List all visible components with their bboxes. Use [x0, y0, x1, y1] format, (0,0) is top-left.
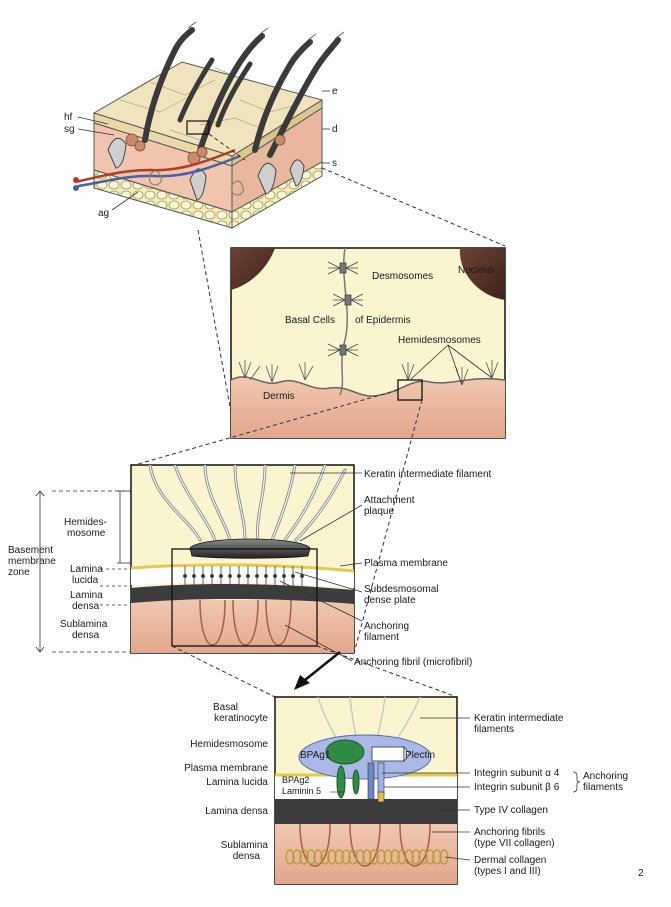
- label-laminin5: Laminin 5: [282, 786, 321, 796]
- label-s: s: [332, 158, 337, 169]
- label-sublamina-2: densa: [72, 630, 100, 641]
- label-lamina-densa-4: Lamina densa: [205, 806, 268, 817]
- panel-molecular: [274, 696, 581, 885]
- label-bmz-3: zone: [8, 567, 30, 578]
- label-sublamina-1: Sublamina: [60, 619, 108, 630]
- label-hf: hf: [64, 112, 73, 123]
- label-bmz-2: membrane: [8, 556, 56, 567]
- label-lamina-lucida-4: Lamina lucida: [206, 777, 268, 788]
- label-of-epidermis: of Epidermis: [355, 315, 411, 326]
- page-number: 2: [638, 868, 644, 879]
- label-densa-2: densa: [72, 601, 100, 612]
- label-anchoring-fibril: Anchoring fibril (microfibril): [354, 657, 472, 668]
- panel-basal-cells: [230, 247, 506, 439]
- label-sublamina-4a: Sublamina: [221, 840, 269, 851]
- label-attachment-2: plaque: [364, 506, 394, 517]
- label-desmosomes: Desmosomes: [372, 271, 433, 282]
- label-hemidesmosomes: Hemidesmosomes: [398, 335, 481, 346]
- label-plectin: Plectin: [405, 750, 435, 761]
- label-basal-2: keratinocyte: [214, 713, 268, 724]
- label-anchoring-filament-2: filament: [364, 632, 399, 643]
- label-anchoring-filament-1: Anchoring: [364, 621, 409, 632]
- label-lucida-2: lucida: [72, 575, 99, 586]
- label-bpag2: BPAg2: [282, 775, 309, 785]
- label-densa-1: Lamina: [70, 590, 103, 601]
- label-basal-cells: Basal Cells: [285, 315, 335, 326]
- label-type4: Type IV collagen: [474, 805, 548, 816]
- label-anchoring-filaments-2: filaments: [583, 782, 623, 793]
- label-basal-1: Basal: [213, 702, 238, 713]
- label-dermis: Dermis: [263, 391, 295, 402]
- label-bmz-1: Basement: [8, 545, 53, 556]
- connector-panel2-panel3: [130, 389, 423, 654]
- label-integrin-a4: Integrin subunit α 4: [474, 768, 560, 779]
- label-integrin-b6: Integrin subunit β 6: [474, 782, 560, 793]
- label-sg: sg: [64, 124, 75, 135]
- label-d: d: [332, 124, 338, 135]
- label-hemidesmosome-4: Hemidesmosome: [190, 739, 268, 750]
- label-attachment-1: Attachment: [364, 495, 415, 506]
- label-fibrils-1: Anchoring fibrils: [474, 827, 545, 838]
- connector-panel3-panel4: [171, 645, 458, 698]
- label-subdesmosomal-1: Subdesmosomal: [364, 584, 438, 595]
- label-plasma-membrane-4: Plasma membrane: [184, 763, 268, 774]
- label-e: e: [332, 86, 338, 97]
- label-lucida-1: Lamina: [70, 564, 103, 575]
- label-anchoring-filaments-1: Anchoring: [583, 771, 628, 782]
- label-bpag1: BPAg1: [300, 750, 331, 761]
- label-hemides-1: Hemides-: [64, 517, 107, 528]
- connector-skin-panel2: [197, 133, 506, 413]
- label-nucleus: Nucleus: [458, 265, 494, 276]
- label-subdesmosomal-2: dense plate: [364, 595, 416, 606]
- label-keratin-4a: Keratin intermediate: [474, 713, 564, 724]
- label-keratin-filament: Keratin intermediate filament: [364, 469, 492, 480]
- panel-hemidesmosome: [35, 464, 363, 662]
- label-dermal-2: (types I and III): [474, 866, 541, 877]
- label-plasma-membrane-3: Plasma membrane: [364, 558, 448, 569]
- label-hemides-2: mosome: [67, 528, 106, 539]
- label-ag: ag: [98, 208, 109, 219]
- label-keratin-4b: filaments: [474, 724, 514, 735]
- label-sublamina-4b: densa: [233, 851, 261, 862]
- label-dermal-1: Dermal collagen: [474, 855, 546, 866]
- skin-block: [73, 21, 345, 229]
- label-fibrils-2: (type VII collagen): [474, 838, 555, 849]
